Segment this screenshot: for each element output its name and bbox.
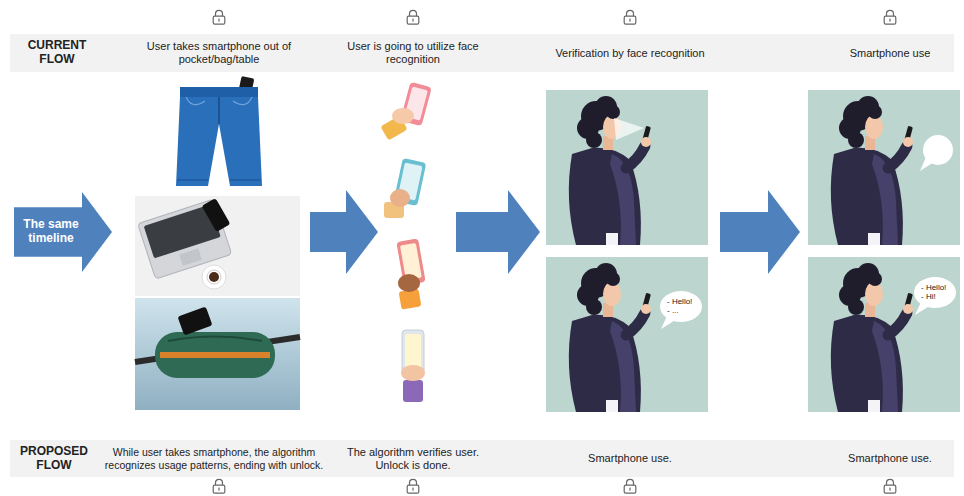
- hand-picture: [380, 82, 431, 141]
- person-picture: [569, 263, 651, 412]
- arrow-outline: [14, 192, 112, 272]
- lock-icon: [624, 479, 636, 493]
- hand: [401, 365, 425, 381]
- band-cell: Verification by face recognition: [540, 34, 720, 72]
- arrow-cell: The same timeline: [16, 207, 86, 257]
- jeans-seam: [218, 97, 220, 124]
- person-picture: [831, 96, 913, 245]
- lock-icon: [407, 479, 419, 493]
- bag-zipper: [168, 337, 262, 342]
- person-picture: [569, 96, 651, 245]
- phone-picture: [202, 198, 231, 232]
- laptop-picture: [135, 196, 300, 296]
- flow-band: PROPOSED FLOWWhile user takes smartphone…: [10, 440, 954, 477]
- step-caption: While user takes smartphone, the algorit…: [96, 446, 332, 470]
- hand-picture: [401, 330, 425, 402]
- lock-icon: [213, 479, 225, 493]
- hand: [390, 189, 410, 207]
- face-scan-beam: [614, 118, 644, 140]
- bag-background: [135, 298, 300, 410]
- step-caption: Smartphone use.: [588, 452, 672, 465]
- coffee: [209, 272, 219, 282]
- speech-text: - Hello! - Hi!: [921, 283, 949, 301]
- band-cell: CURRENT FLOW: [13, 34, 101, 72]
- band-cell: Smartphone use: [815, 34, 964, 72]
- speech-text: - Hello! - ...: [667, 297, 695, 315]
- band-cell: The algorithm verifies user. Unlock is d…: [334, 440, 492, 477]
- laptop-touchpad: [179, 248, 202, 266]
- flow-arrow: [310, 190, 378, 274]
- jeans-legs: [176, 97, 262, 186]
- table-surface: [135, 196, 300, 296]
- scene-panel: [546, 90, 708, 245]
- hand: [398, 274, 420, 292]
- flow-arrow: [720, 190, 800, 274]
- band-cell: PROPOSED FLOW: [12, 440, 96, 477]
- lock-icon: [624, 10, 636, 24]
- hand: [392, 108, 414, 124]
- step-caption: The algorithm verifies user. Unlock is d…: [334, 446, 492, 471]
- jeans-cuff: [177, 179, 261, 181]
- jeans-picture: [176, 76, 262, 186]
- step-caption: Verification by face recognition: [555, 47, 704, 60]
- cup: [207, 270, 221, 284]
- sleeve: [403, 380, 423, 402]
- band-cell: User is going to utilize face recognitio…: [343, 34, 483, 72]
- step-caption: Smartphone use.: [848, 452, 932, 465]
- flow-arrow: [456, 190, 540, 274]
- flow-heading: PROPOSED FLOW: [12, 445, 96, 473]
- step-caption: Smartphone use: [850, 47, 931, 60]
- scene-panel: [808, 257, 960, 412]
- bag: [155, 332, 275, 378]
- arrow-label: The same timeline: [16, 218, 86, 246]
- timeline-arrow: The same timeline: [14, 192, 112, 272]
- bag-stripe: [160, 352, 270, 358]
- band-cell: Smartphone use.: [815, 440, 964, 477]
- bubble-tail: [920, 157, 934, 171]
- speech-bubble: - Hello! - Hi!: [914, 277, 956, 308]
- lock-icon: [884, 479, 896, 493]
- scene-panel: [546, 257, 708, 412]
- hand-picture: [396, 238, 425, 309]
- flow-band: CURRENT FLOW User takes smartphone out of…: [10, 34, 954, 72]
- lock-icon: [213, 10, 225, 24]
- band-cell: While user takes smartphone, the algorit…: [96, 440, 332, 477]
- bag-picture: [135, 298, 300, 410]
- lock-icon: [884, 10, 896, 24]
- step-caption: User is going to utilize face recognitio…: [343, 40, 483, 65]
- saucer: [202, 265, 226, 289]
- band-cell: Smartphone use.: [540, 440, 720, 477]
- phone-screen: [405, 334, 421, 369]
- scene-panel: [808, 90, 960, 245]
- person-picture: [831, 263, 913, 412]
- step-caption: User takes smartphone out of pocket/bag/…: [119, 40, 319, 65]
- phone-picture: [177, 306, 212, 335]
- hand-picture: [384, 158, 426, 218]
- band-cell: User takes smartphone out of pocket/bag/…: [119, 34, 319, 72]
- waistband: [180, 87, 258, 97]
- speech-bubble: - Hello! - ...: [660, 291, 702, 322]
- pocket-seam: [186, 97, 252, 105]
- flow-heading: CURRENT FLOW: [13, 39, 101, 67]
- lock-icon: [407, 10, 419, 24]
